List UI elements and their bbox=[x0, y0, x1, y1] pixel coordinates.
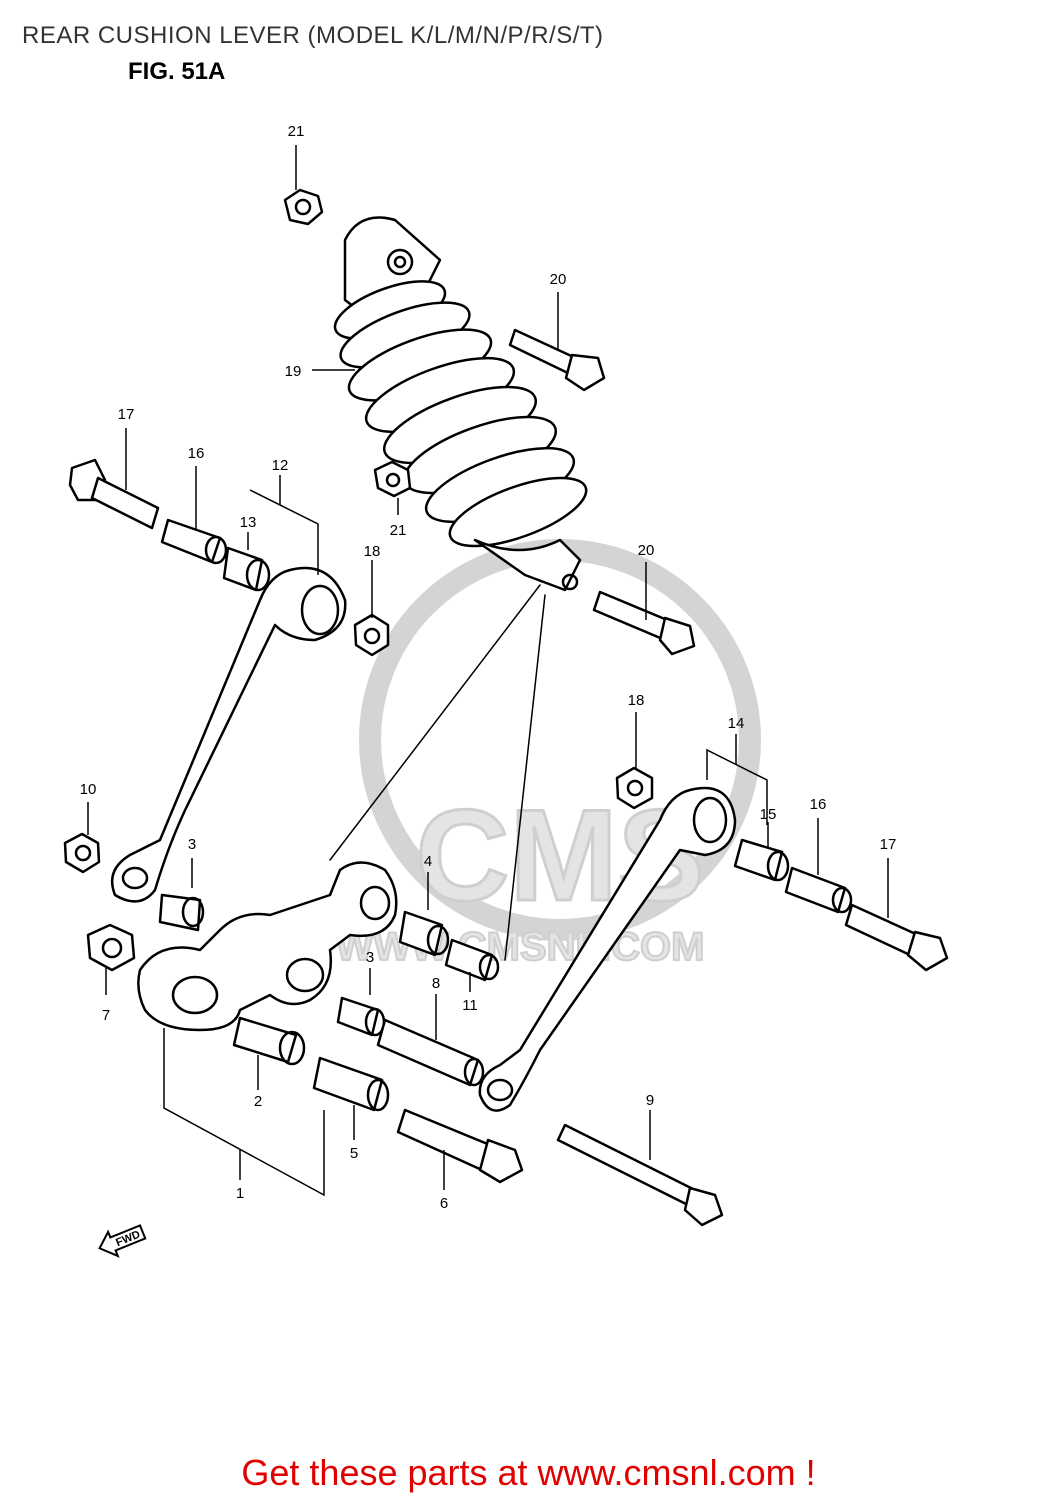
callout-18-left: 18 bbox=[364, 543, 381, 560]
page-title: REAR CUSHION LEVER (MODEL K/L/M/N/P/R/S/… bbox=[22, 22, 604, 49]
nut-7 bbox=[86, 923, 136, 972]
bearing-13 bbox=[222, 546, 271, 592]
callout-16-left: 16 bbox=[188, 445, 205, 462]
nut-21-top bbox=[283, 188, 324, 226]
callout-18-right: 18 bbox=[628, 692, 645, 709]
parts-diagram: CMS WWW.CMSNL.COM bbox=[63, 123, 949, 1258]
callout-12: 12 bbox=[272, 457, 289, 474]
shock-absorber bbox=[333, 216, 588, 592]
bearing-3-upper bbox=[158, 893, 205, 932]
collar-16-left bbox=[160, 518, 228, 565]
callout-20-top: 20 bbox=[550, 271, 567, 288]
bolt-20-top bbox=[508, 328, 606, 392]
callout-4: 4 bbox=[424, 853, 432, 870]
collar-5 bbox=[312, 1056, 390, 1112]
bearing-4 bbox=[398, 910, 450, 957]
nut-10 bbox=[63, 832, 101, 874]
callout-19: 19 bbox=[285, 363, 302, 380]
callout-21-top: 21 bbox=[288, 123, 305, 140]
callout-9: 9 bbox=[646, 1092, 654, 1109]
callout-14: 14 bbox=[728, 715, 745, 732]
callout-17-right: 17 bbox=[880, 836, 897, 853]
collar-16-right bbox=[784, 866, 853, 914]
leader-lines bbox=[87, 145, 889, 1197]
bearing-15 bbox=[733, 838, 790, 882]
callout-5: 5 bbox=[350, 1145, 358, 1162]
callout-2: 2 bbox=[254, 1093, 262, 1110]
callout-3-lower: 3 bbox=[366, 949, 374, 966]
bolt-20-mid bbox=[592, 590, 696, 656]
collar-11 bbox=[444, 938, 500, 982]
nut-18-left bbox=[353, 613, 390, 657]
bolt-9 bbox=[556, 1123, 724, 1227]
callout-10: 10 bbox=[80, 781, 97, 798]
nut-18-right bbox=[615, 766, 654, 810]
callout-21-mid: 21 bbox=[390, 522, 407, 539]
callout-1: 1 bbox=[236, 1185, 244, 1202]
bolt-6 bbox=[396, 1108, 524, 1184]
callout-13: 13 bbox=[240, 514, 257, 531]
callout-20-mid: 20 bbox=[638, 542, 655, 559]
callout-6: 6 bbox=[440, 1195, 448, 1212]
callouts: 21 20 19 17 16 12 13 21 18 20 18 14 15 1… bbox=[80, 123, 897, 1212]
callout-8: 8 bbox=[432, 975, 440, 992]
callout-11: 11 bbox=[462, 997, 478, 1014]
bearing-2 bbox=[232, 1016, 306, 1066]
bolt-17-right bbox=[844, 903, 949, 972]
rod-14-right bbox=[478, 786, 737, 1112]
figure-label: FIG. 51A bbox=[128, 58, 226, 85]
callout-3-upper: 3 bbox=[188, 836, 196, 853]
assembly-guide-lines bbox=[329, 584, 546, 961]
footer-link[interactable]: Get these parts at www.cmsnl.com ! bbox=[241, 1452, 816, 1493]
rod-12-left bbox=[110, 566, 347, 903]
callout-17-left: 17 bbox=[118, 406, 135, 423]
bearing-3-lower bbox=[336, 996, 386, 1037]
callout-7: 7 bbox=[102, 1007, 110, 1024]
fwd-arrow-icon: FWD bbox=[98, 1224, 147, 1258]
callout-15: 15 bbox=[760, 806, 777, 823]
watermark-url: WWW.CMSNL.COM bbox=[336, 925, 705, 969]
collar-8 bbox=[376, 1018, 485, 1087]
bolt-17-left bbox=[68, 458, 160, 530]
cushion-lever-1 bbox=[137, 861, 398, 1032]
nut-21-mid bbox=[373, 460, 412, 498]
callout-16-right: 16 bbox=[810, 796, 827, 813]
